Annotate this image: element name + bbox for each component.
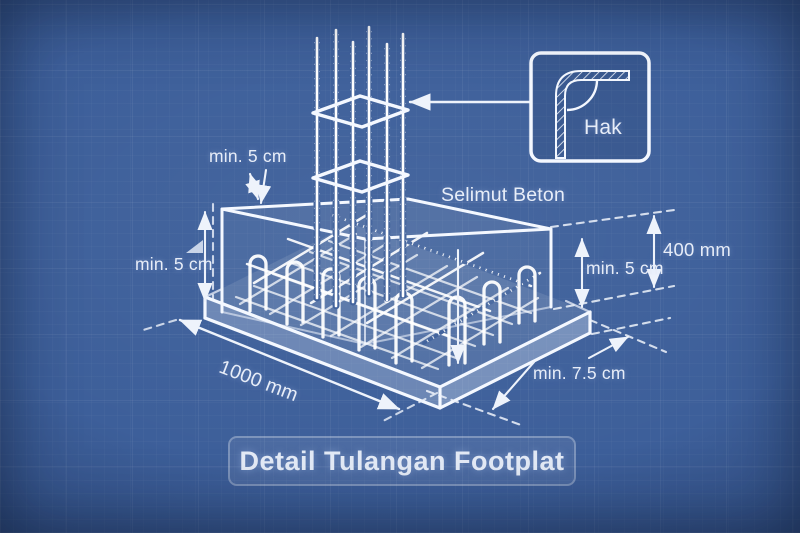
dimension-cover-top [245, 168, 272, 205]
label-400mm: 400 mm [663, 239, 732, 260]
column-stirrups [311, 94, 410, 194]
page-title: Detail Tulangan Footplat [239, 445, 565, 476]
dimension-cover-left [186, 202, 215, 303]
title-badge: Detail Tulangan Footplat [228, 436, 576, 486]
label-cover-right: min. 5 cm [586, 258, 664, 278]
label-cover-left: min. 5 cm [135, 254, 213, 274]
label-side-cover: min. 7.5 cm [533, 363, 626, 383]
label-cover-top: min. 5 cm [209, 146, 287, 166]
label-selimut-beton: Selimut Beton [441, 184, 565, 206]
hak-detail-box [529, 51, 651, 163]
label-hak: Hak [584, 116, 622, 139]
